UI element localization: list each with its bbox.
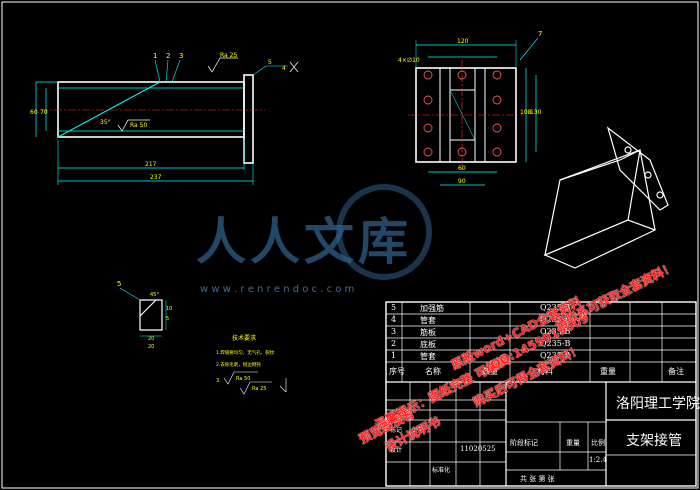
sheet-info: 共 张 第 张 — [520, 475, 555, 483]
tech-line-1: 1.焊缝要均匀，无气孔、裂纹 — [216, 349, 275, 356]
detail-dim-3: 20 — [148, 344, 154, 350]
dim-217: 217 — [145, 161, 157, 168]
watermark-logo: 人人文库 — [196, 184, 516, 286]
header-note: 备注 — [668, 367, 684, 376]
isometric-view — [543, 126, 669, 269]
part-row-material: Q235-B — [540, 315, 571, 324]
tech-line-3-label: 3. — [216, 378, 221, 384]
roughness-symbol-bottom — [117, 119, 150, 132]
detail-dim-2: 20 — [148, 336, 154, 342]
watermark-circle-icon — [336, 184, 432, 280]
tech-heading: 技术要求 — [232, 334, 256, 342]
watermark-url: w w w . r e n r e n d o c . c o m — [200, 284, 355, 295]
weld-suffix: 4 — [282, 65, 286, 72]
weld-symbol — [289, 61, 299, 73]
dim-height: 60 — [30, 109, 38, 116]
stage-label: 阶段标记 — [510, 439, 538, 447]
front-view: 120 4×∅10 7 108 130 60 90 — [398, 30, 542, 186]
dim-237: 237 — [150, 174, 162, 181]
part-row-material: Q235-B — [540, 303, 571, 312]
part-row-no: 1 — [391, 351, 397, 360]
school-name: 洛阳理工学院 — [616, 396, 700, 412]
header-material: 材料 — [537, 367, 553, 376]
tech-line-2: 2.去除毛刺，锐边倒钝 — [216, 361, 261, 368]
part-row-name: 管套 — [420, 316, 436, 325]
dim-inner: 70 — [40, 109, 48, 116]
header-name: 名称 — [425, 367, 441, 376]
mark-label: 标记 — [390, 427, 403, 434]
flange-plate — [243, 74, 254, 164]
angle-label: 35° — [100, 119, 111, 126]
leader-1: 1 — [153, 52, 157, 60]
count-label: 处数 — [412, 427, 425, 434]
drawn-label: 设计 — [390, 447, 403, 454]
leader-3: 3 — [179, 52, 183, 60]
header-qty: 数量 — [482, 367, 498, 376]
part-row-name: 管套 — [420, 352, 436, 361]
tube-body — [57, 81, 245, 138]
part-row-material: Q235-B — [540, 327, 571, 336]
part-row-name: 底板 — [420, 340, 436, 349]
dim-hole: 4×∅10 — [398, 57, 420, 64]
part-row-name: 筋板 — [420, 328, 436, 337]
part-row-material: Q235-B — [540, 339, 571, 348]
part-row-material: Q235-B — [540, 351, 571, 360]
scale-value: 1:2.4 — [589, 456, 607, 464]
part-row-no: 3 — [391, 327, 397, 336]
dim-bottom-a: 60 — [458, 165, 466, 172]
roughness-symbol-top — [207, 57, 238, 73]
dim-bottom-b: 90 — [458, 178, 466, 185]
part-row-no: 2 — [391, 339, 397, 348]
id-number: 11020525 — [460, 445, 496, 453]
parts-table-grid — [385, 301, 697, 487]
tech-line-4-ra: Ra 25 — [252, 386, 266, 392]
bolt-holes — [423, 70, 502, 157]
part-row-no: 5 — [391, 303, 397, 312]
leader-2: 2 — [166, 52, 170, 60]
roughness-top: Ra 25 — [220, 52, 237, 59]
side-view: 60 70 217 237 1 2 3 Ra 25 Ra 50 35° 5 4 — [30, 52, 299, 185]
dim-top: 120 — [457, 38, 469, 45]
header-weight: 重量 — [600, 367, 616, 376]
weld-note: 5 — [268, 59, 272, 66]
dim-right-a: 108 — [520, 109, 532, 116]
detail-leader: 5 — [117, 280, 121, 288]
detail-dim-0: 10 — [166, 306, 172, 312]
tech-notes: 技术要求 1.焊缝要均匀，无气孔、裂纹 2.去除毛刺，锐边倒钝 3. Ra 50… — [216, 334, 287, 395]
header-no: 序号 — [389, 367, 405, 376]
dim-right-b: 130 — [530, 109, 542, 116]
tech-line-3-ra: Ra 50 — [236, 376, 250, 382]
detail-view: 5 45° 10 5 20 20 — [117, 280, 172, 350]
scale-label: 比例 — [591, 439, 605, 447]
drawing-name: 支架接管 — [626, 433, 682, 449]
weight-label: 重量 — [566, 439, 580, 447]
roughness-bottom: Ra 50 — [130, 122, 147, 129]
watermark-logo-text: 人人文库 — [196, 212, 412, 271]
detail-dim-1: 5 — [166, 316, 169, 322]
standard-label: 标准化 — [432, 467, 451, 474]
part-row-name: 加强筋 — [420, 304, 444, 313]
leader-7: 7 — [538, 30, 542, 38]
part-row-no: 4 — [391, 315, 397, 324]
detail-chamfer: 45° — [150, 292, 159, 298]
